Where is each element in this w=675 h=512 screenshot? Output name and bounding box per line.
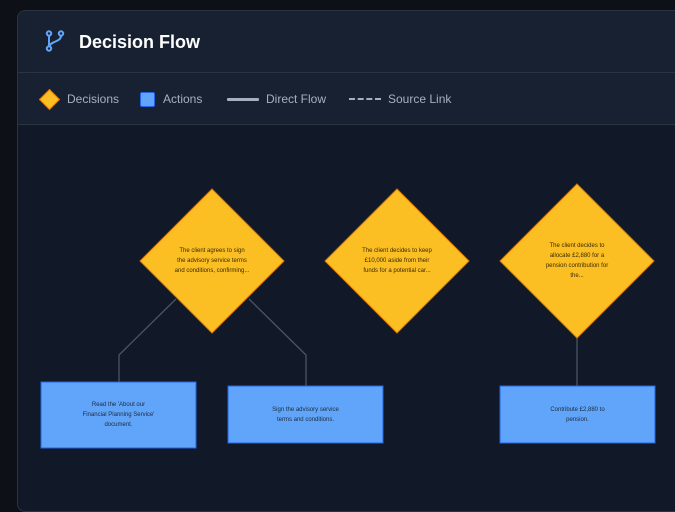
flow-canvas[interactable]	[18, 11, 675, 511]
decision-label: The client decides to allocate £2,880 fo…	[545, 243, 609, 279]
page-title: Decision Flow	[79, 32, 201, 52]
action-label: Contribute £2,880 to pension.	[550, 406, 605, 423]
legend-item-decisions: Decisions	[38, 88, 120, 110]
decision-label: The client agrees to sign the advisory s…	[174, 248, 250, 274]
legend-label-direct-flow: Direct Flow	[266, 92, 327, 106]
legend: Decisions Actions Direct Flow Source Lin…	[18, 73, 675, 125]
edge-decision-1-action-1	[118, 298, 177, 383]
solid-line-icon	[227, 97, 259, 101]
action-label: Sign the advisory service terms and cond…	[272, 406, 339, 423]
panel-header: Decision Flow	[18, 11, 675, 73]
decision-node[interactable]	[499, 183, 655, 339]
decision-label: The client decides to keep £10,000 aside…	[362, 248, 432, 274]
dashed-line-icon	[349, 98, 381, 100]
legend-label-actions: Actions	[163, 92, 203, 106]
legend-label-decisions: Decisions	[67, 92, 120, 106]
action-label: Read the 'About our Financial Planning S…	[82, 402, 155, 428]
action-node[interactable]	[499, 385, 656, 444]
decision-flow-panel: Decision Flow Decisions Actions Direct F…	[17, 10, 675, 512]
action-swatch-icon	[140, 91, 155, 107]
decision-node[interactable]	[324, 188, 470, 334]
legend-item-source-link: Source Link	[349, 90, 451, 108]
legend-item-actions: Actions	[140, 90, 202, 108]
action-node[interactable]	[40, 381, 197, 449]
decision-node[interactable]	[139, 188, 285, 334]
legend-item-direct-flow: Direct Flow	[227, 90, 326, 108]
legend-label-source-link: Source Link	[388, 92, 452, 106]
git-branch-icon	[45, 30, 65, 52]
edge-decision-1-action-2	[248, 298, 307, 387]
action-node[interactable]	[227, 385, 384, 444]
